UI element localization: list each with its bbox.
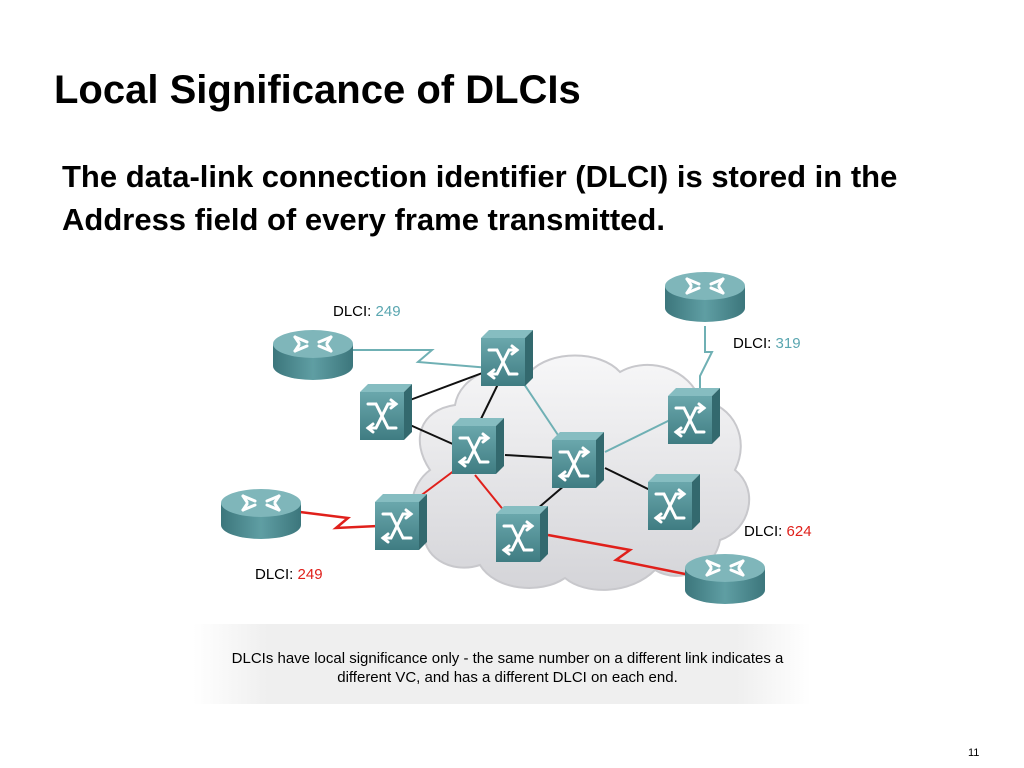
serial-link-bottom-left <box>299 510 379 530</box>
dlci-label-top-right: DLCI: 319 <box>733 335 801 352</box>
serial-link-top-right <box>699 326 714 400</box>
link-s1-s3 <box>477 379 501 426</box>
slide-title: Local Significance of DLCIs <box>54 68 581 112</box>
switch-icon <box>494 504 550 564</box>
link-s3-s4 <box>504 454 556 459</box>
slide-subtitle: The data-link connection identifier (DLC… <box>62 159 898 237</box>
switch-icon <box>450 416 506 476</box>
switch-icon <box>550 430 606 490</box>
link-s3-s8 <box>474 474 506 513</box>
router-icon <box>683 552 767 606</box>
switch-icon <box>646 472 702 532</box>
dlci-label-top-left: DLCI: 249 <box>333 303 401 320</box>
router-icon <box>271 328 355 382</box>
switch-icon <box>373 492 429 552</box>
link-s1-s4 <box>519 377 561 439</box>
router-icon <box>663 270 747 324</box>
switch-icon <box>479 328 535 388</box>
link-s4-s5 <box>604 419 671 453</box>
page-number: 11 <box>968 747 980 759</box>
caption-box <box>193 624 811 704</box>
switch-icon <box>666 386 722 446</box>
dlci-label-bottom-left: DLCI: 249 <box>255 566 323 583</box>
serial-link-bottom-right <box>547 533 691 577</box>
dlci-label-bottom-right: DLCI: 624 <box>744 523 812 540</box>
link-s2-s3 <box>409 424 456 446</box>
diagram-caption: DLCIs have local significance only - the… <box>231 650 784 686</box>
router-icon <box>219 487 303 541</box>
switch-icon <box>358 382 414 442</box>
serial-link-top-left <box>353 349 491 369</box>
link-s4-s7 <box>604 467 651 491</box>
link-s2-s1 <box>409 371 486 401</box>
